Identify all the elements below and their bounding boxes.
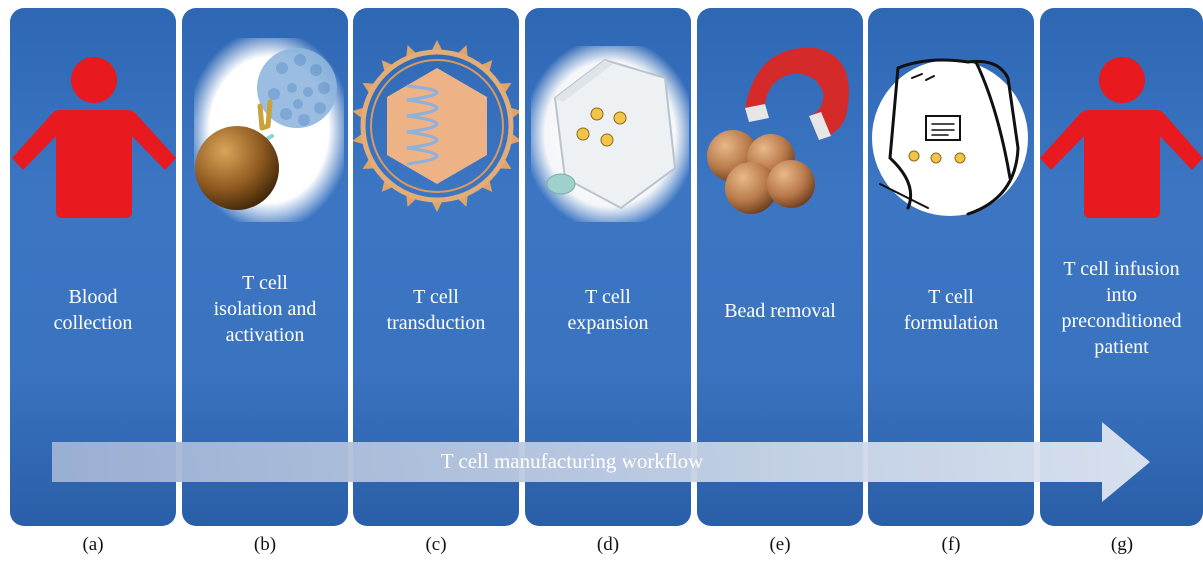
person-icon — [12, 57, 176, 218]
step-label-transduction: T cell transduction — [386, 286, 486, 334]
step-label-blood-collection: Blood collection — [53, 286, 133, 334]
infusion-bag-icon — [872, 58, 1028, 216]
step-label-isolation-activation: T cell isolation and activation — [213, 272, 317, 346]
caption-g: (g) — [1110, 534, 1134, 555]
caption-b: (b) — [253, 534, 277, 555]
step-label-infusion: T cell infusion into preconditioned pati… — [1061, 258, 1182, 358]
virus-icon — [353, 40, 519, 212]
panel-c: T cell transduction — [353, 8, 519, 526]
panel-e: Bead removal — [697, 8, 863, 526]
step-label-formulation: T cell formulation — [903, 286, 999, 334]
caption-a: (a) — [82, 534, 104, 555]
workflow-arrow — [52, 422, 1150, 502]
panel-d: T cell expansion — [525, 8, 691, 526]
panel-b: T cell isolation and activation — [182, 8, 348, 526]
magnet-beads-icon — [707, 47, 849, 214]
culture-flask-icon — [531, 46, 689, 222]
caption-d: (d) — [596, 534, 620, 555]
person-icon — [1040, 57, 1203, 218]
panel-a: Blood collection — [10, 8, 176, 526]
caption-f: (f) — [941, 534, 961, 555]
step-label-expansion: T cell expansion — [567, 286, 649, 334]
caption-e: (e) — [769, 534, 791, 555]
panel-f: T cell formulation — [868, 8, 1034, 526]
caption-c: (c) — [425, 534, 447, 555]
workflow-label: T cell manufacturing workflow — [440, 449, 704, 473]
bead-cell-icon — [194, 38, 344, 222]
step-label-bead-removal: Bead removal — [724, 300, 836, 322]
